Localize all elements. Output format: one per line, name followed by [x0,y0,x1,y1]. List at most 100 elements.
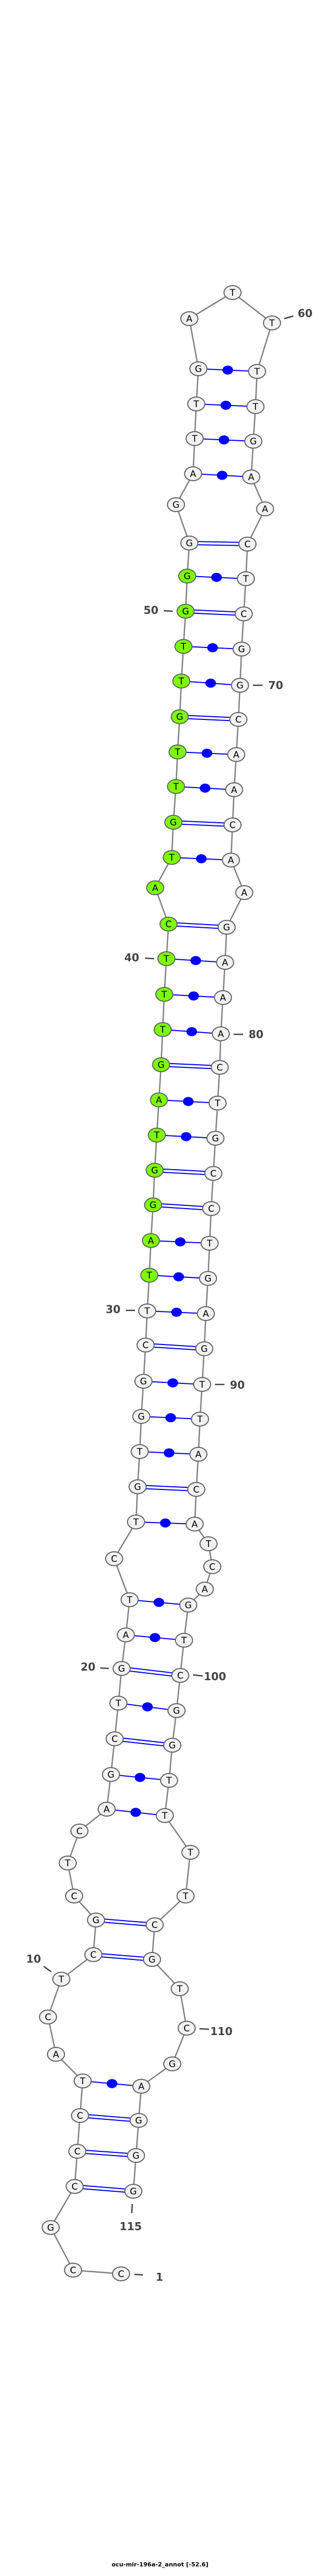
gc-pair-line [77,2152,136,2158]
nucleotide-25: G [129,1479,147,1494]
nucleotide-21: A [117,1627,135,1642]
nucleotide-59: T [223,285,242,300]
nucleotide-81: C [211,1060,229,1075]
position-tick [134,2273,143,2276]
nucleotide-letter: A [195,1449,202,1460]
nucleotide-10: T [52,1972,70,1987]
nucleotide-circle [187,1482,205,1497]
nucleotide-51: G [178,569,196,584]
position-label-1: 1 [156,2271,163,2283]
position-tick [43,1965,52,1973]
nucleotide-56: T [187,396,205,411]
nucleotide-letter: G [138,1412,145,1422]
position-label-50: 50 [143,604,158,617]
gc-pair-line [74,2187,133,2193]
nucleotide-circle [39,2010,57,2024]
nucleotide-letter: A [191,1519,198,1530]
nucleotide-letter: G [130,2186,137,2197]
nucleotide-letter: T [65,1858,71,1869]
nucleotide-26: T [131,1444,149,1459]
nucleotide-5: C [68,2144,86,2159]
nucleotide-letter: C [111,1554,117,1565]
nucleotide-letter: G [135,2116,142,2126]
nucleotide-letter: G [212,1133,219,1144]
nucleotide-92: A [189,1447,207,1462]
nucleotide-74: C [223,817,242,832]
nucleotide-circle [160,1773,178,1788]
nucleotide-letter: A [148,1236,154,1246]
nucleotide-46: T [169,744,187,759]
nucleotide-circle [167,497,185,512]
nucleotide-letter: C [217,1063,223,1073]
nucleotide-circle [127,1514,145,1529]
nucleotide-105: T [181,1845,199,1860]
nucleotide-circle [124,2184,142,2199]
nucleotide-letter: G [176,712,183,723]
nucleotide-45: T [167,779,185,794]
pair-dot [220,401,231,410]
nucleotide-circle [155,987,173,1002]
nucleotide-letter: G [182,606,189,617]
pair-dot [205,678,216,688]
nucleotide-letter: C [71,2182,78,2192]
nucleotide-letter: T [197,1414,203,1425]
nucleotide-14: T [59,1856,77,1870]
nucleotide-circle [189,361,207,376]
nucleotide-circle [74,2073,92,2088]
nucleotide-letter: T [243,574,249,585]
position-label-30: 30 [106,1303,121,1316]
nucleotide-circle [172,674,190,688]
nucleotide-36: A [150,1092,168,1107]
position-label-90: 90 [230,1379,245,1391]
gc-pair-line [189,541,248,544]
position-label-100: 100 [204,1670,226,1683]
nucleotide-75: A [222,853,240,868]
nucleotide-circle [204,1166,222,1181]
nucleotide-circle [238,537,257,552]
gc-pair-line [137,1487,196,1492]
nucleotide-circle [178,2021,196,2036]
nucleotide-letter: A [228,855,234,866]
nucleotide-29: C [137,1338,155,1352]
backbone-link [50,2227,74,2271]
nucleotide-62: T [246,399,265,414]
nucleotide-letter: G [250,436,257,447]
nucleotide-88: A [197,1306,215,1321]
nucleotide-circle [180,311,198,326]
nucleotide-71: C [229,712,247,727]
nucleotide-letter: G [134,1482,141,1493]
nucleotide-circle [227,747,245,762]
pair-dot [222,366,233,375]
gc-pair-line [80,2113,139,2120]
nucleotide-letter: G [157,1060,164,1071]
nucleotide-66: C [238,537,257,552]
backbone-group [47,291,273,2275]
nucleotide-79: A [214,990,232,1005]
nucleotide-letter: T [169,853,175,863]
gc-pair-line [180,715,239,719]
nucleotide-circle [184,466,202,481]
nucleotide-letter: G [236,681,243,691]
nucleotide-circle [175,1633,193,1648]
nucleotide-letter: A [53,2050,59,2060]
nucleotide-circle [214,990,232,1005]
nucleotide-3: G [42,2220,60,2235]
nucleotide-57: G [189,361,207,376]
nucleotide-letter: A [220,993,226,1003]
gc-pair-line [138,1485,197,1489]
nucleotide-letter: T [162,1811,168,1821]
nucleotide-circle [187,396,205,411]
position-label-40: 40 [124,951,139,964]
gc-pair-line [168,925,227,929]
nucleotide-18: C [106,1731,124,1746]
nucleotide-letter: T [163,954,170,965]
nucleotide-letter: T [58,1974,65,1985]
nucleotide-circle [129,1479,147,1494]
nucleotide-letter: C [241,609,247,620]
nucleotide-circle [202,1201,220,1216]
nucleotide-letter: A [203,1309,209,1319]
nucleotide-circle [186,1517,204,1532]
nucleotide-circle [132,1409,150,1424]
nucleotide-letter: T [178,676,185,687]
position-label-20: 20 [81,1660,95,1673]
